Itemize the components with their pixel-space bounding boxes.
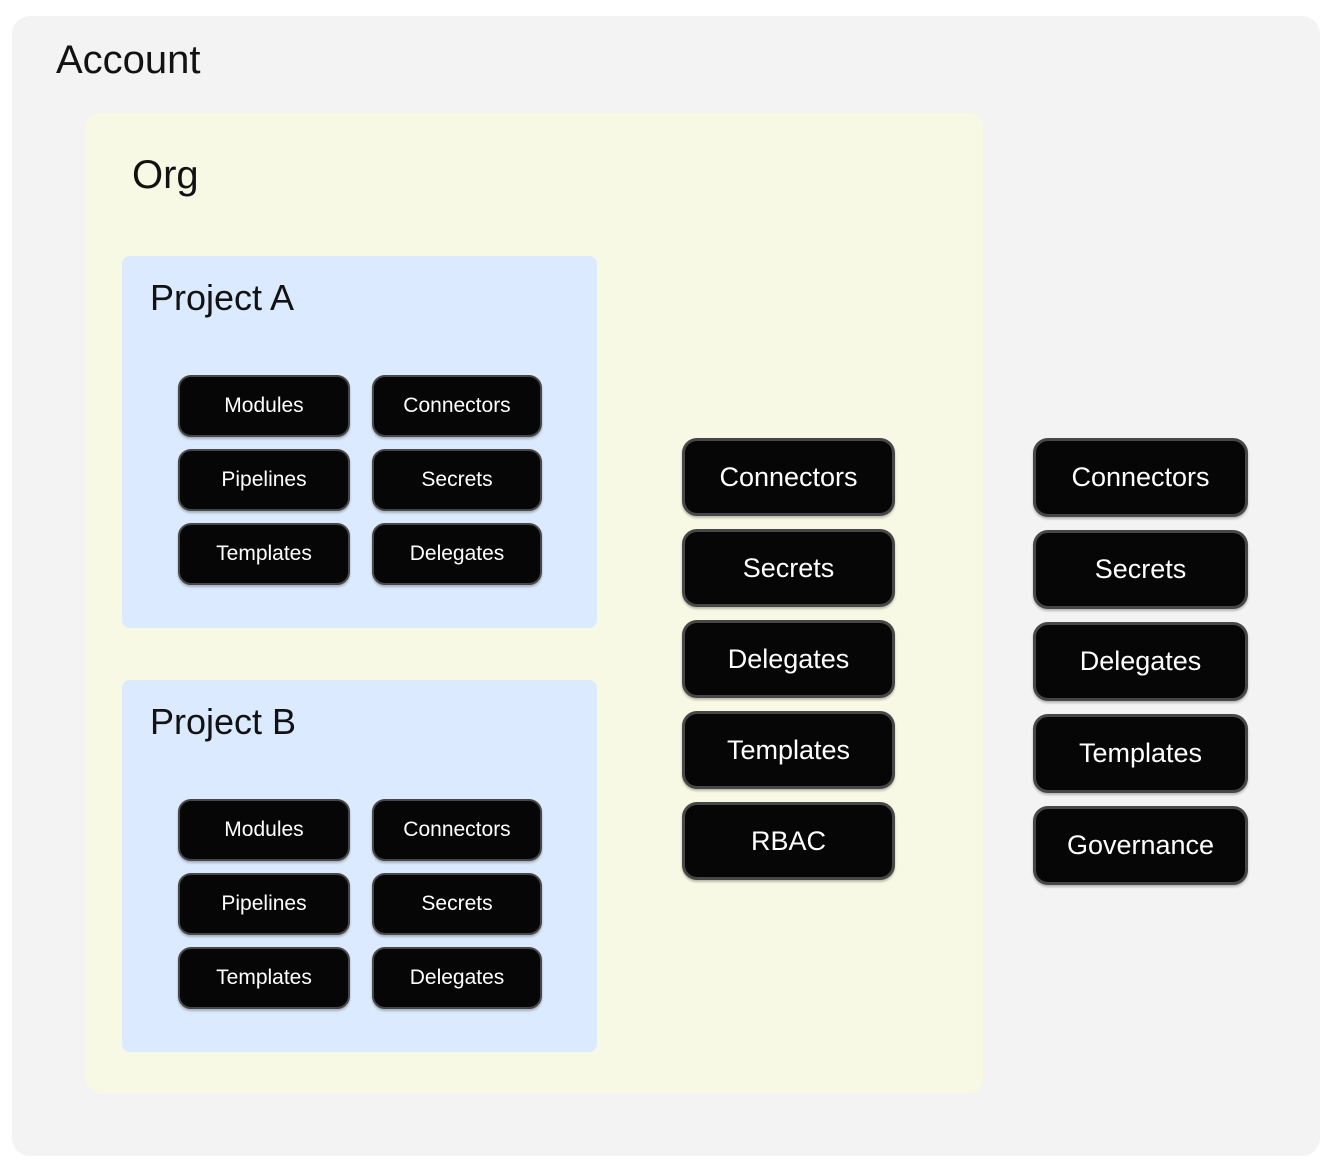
- account-chip-stack: Connectors Secrets Delegates Templates G…: [1033, 438, 1248, 885]
- org-chip-secrets: Secrets: [682, 529, 895, 607]
- project-b-chip-templates: Templates: [178, 947, 350, 1009]
- account-chip-secrets: Secrets: [1033, 530, 1248, 609]
- org-chip-templates: Templates: [682, 711, 895, 789]
- project-b-chip-modules: Modules: [178, 799, 350, 861]
- org-title: Org: [132, 153, 199, 197]
- project-b-chip-secrets: Secrets: [372, 873, 542, 935]
- account-chip-governance: Governance: [1033, 806, 1248, 885]
- project-a-chip-secrets: Secrets: [372, 449, 542, 511]
- org-chip-connectors: Connectors: [682, 438, 895, 516]
- account-chip-templates: Templates: [1033, 714, 1248, 793]
- project-a-title: Project A: [150, 277, 295, 318]
- org-chip-delegates: Delegates: [682, 620, 895, 698]
- project-a-panel: Project A Modules Connectors Pipelines S…: [122, 256, 597, 628]
- project-b-chip-pipelines: Pipelines: [178, 873, 350, 935]
- project-b-chip-grid: Modules Connectors Pipelines Secrets Tem…: [178, 799, 542, 1009]
- project-b-title: Project B: [150, 701, 297, 742]
- project-a-chip-grid: Modules Connectors Pipelines Secrets Tem…: [178, 375, 542, 585]
- org-chip-stack: Connectors Secrets Delegates Templates R…: [682, 438, 895, 880]
- account-chip-connectors: Connectors: [1033, 438, 1248, 517]
- account-chip-delegates: Delegates: [1033, 622, 1248, 701]
- project-b-chip-delegates: Delegates: [372, 947, 542, 1009]
- project-b-panel: Project B Modules Connectors Pipelines S…: [122, 680, 597, 1052]
- org-chip-rbac: RBAC: [682, 802, 895, 880]
- project-a-chip-connectors: Connectors: [372, 375, 542, 437]
- account-title: Account: [56, 38, 201, 82]
- project-a-chip-pipelines: Pipelines: [178, 449, 350, 511]
- org-panel: Org Project A Modules Connectors Pipelin…: [86, 113, 983, 1093]
- project-a-chip-templates: Templates: [178, 523, 350, 585]
- account-panel: Account Org Project A Modules Connectors…: [12, 16, 1320, 1156]
- project-a-chip-modules: Modules: [178, 375, 350, 437]
- project-a-chip-delegates: Delegates: [372, 523, 542, 585]
- project-b-chip-connectors: Connectors: [372, 799, 542, 861]
